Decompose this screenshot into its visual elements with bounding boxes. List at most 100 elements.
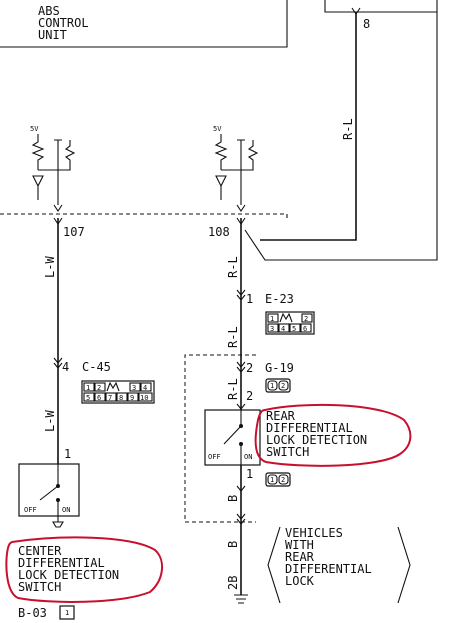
rear-switch-on-contact	[239, 442, 243, 446]
svg-text:7: 7	[108, 394, 112, 402]
resistor-left-b	[58, 140, 76, 171]
lead-right-b	[221, 139, 245, 171]
connector-e23-face: 1 2 3 4 5 6	[265, 311, 315, 335]
svg-text:5: 5	[86, 394, 90, 402]
supply-5v-left: 5V	[30, 125, 39, 133]
svg-text:5: 5	[292, 325, 296, 333]
connector-b03-cell: 1	[65, 609, 69, 617]
connector-c45-face: 1 2 3 4 5 6 7 8 9 10	[81, 380, 155, 404]
abs-title-line1: ABS	[38, 4, 60, 18]
svg-text:6: 6	[303, 325, 307, 333]
connector-arrows-e23	[236, 289, 246, 301]
connector-arrow-lower	[236, 485, 246, 492]
supply-5v-right: 5V	[213, 125, 222, 133]
pin-c45: 4	[62, 360, 69, 374]
terminal-107: 107	[63, 225, 85, 239]
wire-label-left-lower: L-W	[43, 410, 57, 432]
arrow-108	[236, 217, 246, 225]
wire-label-right-3: R-L	[226, 378, 240, 400]
svg-text:3: 3	[270, 325, 274, 333]
note-line2: WITH	[285, 538, 314, 552]
center-switch-on-contact	[56, 498, 60, 502]
pin-8-label: 8	[363, 17, 370, 31]
abs-unit-top-border	[0, 0, 288, 48]
svg-text:6: 6	[97, 394, 101, 402]
note-bracket-right	[397, 526, 411, 604]
abs-title-line3: UNIT	[38, 28, 67, 42]
wire-label-top-right: R-L	[341, 118, 355, 140]
arrow-107	[53, 217, 63, 225]
svg-text:4: 4	[143, 384, 147, 392]
resistor-right-a	[214, 134, 228, 170]
wire-label-right-2: R-L	[226, 326, 240, 348]
zener-right	[215, 175, 227, 188]
note-line4: DIFFERENTIAL	[285, 562, 372, 576]
lead-left-b	[38, 139, 62, 171]
svg-text:1: 1	[86, 384, 90, 392]
svg-text:2: 2	[281, 476, 285, 484]
rear-label-line1: REAR	[266, 409, 296, 423]
connector-g19-id: G-19	[265, 361, 294, 375]
connector-b03-id: B-03	[18, 606, 47, 620]
internal-circuit-left: 5V	[30, 125, 76, 212]
optional-equipment-boundary	[184, 354, 256, 523]
connector-arrows-c45	[53, 357, 63, 369]
center-switch-off: OFF	[24, 506, 37, 514]
ground-symbol-right	[234, 594, 248, 604]
center-switch-contacts	[39, 464, 59, 516]
pin-g19-bottom: 2	[246, 389, 253, 403]
note-line3: REAR	[285, 550, 315, 564]
rear-label-annotation	[254, 403, 412, 467]
connector-arrows-lower	[236, 513, 246, 525]
upper-unit-boundary	[244, 12, 438, 261]
connector-g19-face: 1 2	[265, 378, 291, 393]
connector-arrow-rear-switch	[236, 403, 246, 410]
note-bracket-left	[267, 526, 281, 604]
center-label-annotation	[5, 536, 163, 603]
rear-label-line2: DIFFERENTIAL	[266, 421, 353, 435]
center-label-line2: DIFFERENTIAL	[18, 556, 105, 570]
upper-unit-box	[324, 0, 438, 13]
terminal-arrow-right	[236, 204, 246, 212]
resistor-right-b	[241, 140, 259, 171]
connector-b03-face	[59, 605, 75, 620]
pin-8-arrow	[351, 7, 361, 15]
terminal-108: 108	[208, 225, 230, 239]
note-line1: VEHICLES	[285, 526, 343, 540]
svg-text:10: 10	[140, 394, 148, 402]
note-line5: LOCK	[285, 574, 315, 588]
wire-label-right-5: B	[226, 541, 240, 548]
rear-label-line4: SWITCH	[266, 445, 309, 459]
svg-text:1: 1	[270, 476, 274, 484]
rear-switch-label: REAR DIFFERENTIAL LOCK DETECTION SWITCH	[266, 409, 367, 459]
connector-arrows-g19	[236, 361, 246, 373]
rear-switch-connector-face: 1 2	[265, 472, 291, 487]
wire-label-left-upper: L-W	[43, 256, 57, 278]
abs-unit-title: ABS CONTROL UNIT	[38, 4, 89, 42]
svg-text:2: 2	[304, 315, 308, 323]
svg-text:1: 1	[270, 315, 274, 323]
rear-switch-box	[204, 409, 261, 466]
terminal-arrow-left	[53, 204, 63, 212]
abs-title-line2: CONTROL	[38, 16, 89, 30]
center-switch-pivot	[56, 484, 60, 488]
wire-r-l-top	[260, 12, 357, 241]
svg-text:4: 4	[281, 325, 285, 333]
rear-switch-pivot	[239, 424, 243, 428]
pin-e23: 1	[246, 292, 253, 306]
svg-text:1: 1	[270, 382, 274, 390]
pin-rear-switch-bottom: 1	[246, 467, 253, 481]
pin-g19-top: 2	[246, 361, 253, 375]
zener-left	[32, 175, 44, 188]
internal-circuit-right: 5V	[213, 125, 259, 212]
wire-label-right-6: 2B	[226, 576, 240, 590]
vehicles-note: VEHICLES WITH REAR DIFFERENTIAL LOCK	[285, 526, 372, 588]
svg-text:9: 9	[130, 394, 134, 402]
svg-text:8: 8	[119, 394, 123, 402]
svg-text:3: 3	[132, 384, 136, 392]
center-label-line4: SWITCH	[18, 580, 61, 594]
rear-switch-contacts	[223, 410, 242, 465]
center-switch-on: ON	[62, 506, 70, 514]
center-switch-ground	[52, 516, 64, 528]
